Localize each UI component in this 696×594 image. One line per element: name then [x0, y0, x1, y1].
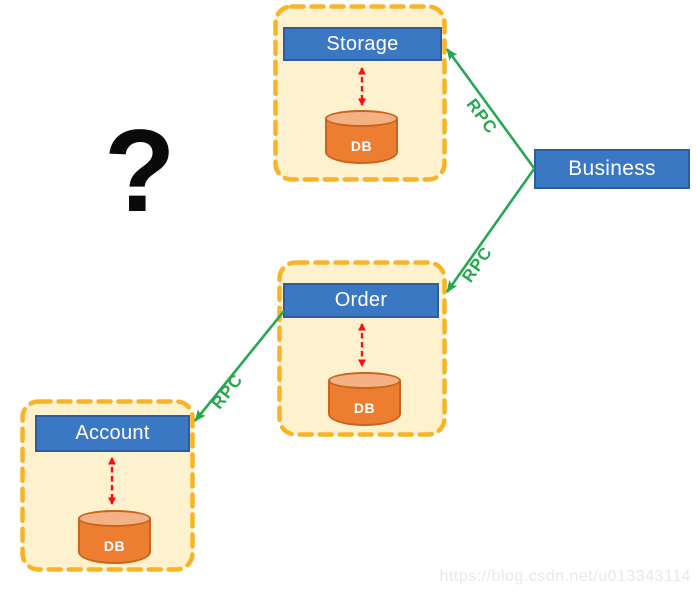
storage-db-label: DB: [350, 137, 373, 154]
storage-service-box: Storage: [283, 27, 442, 61]
account-db-cylinder: DB: [78, 510, 151, 566]
account-service-box: Account: [35, 415, 190, 452]
db-cylinder-top: [325, 110, 398, 127]
account-service-label: Account: [75, 422, 150, 444]
db-cylinder-top: [328, 372, 401, 389]
storage-db-cylinder: DB: [325, 110, 398, 166]
rpc-label-order-account: RPC: [208, 370, 247, 412]
rpc-link-business-order: [445, 168, 536, 293]
business-service-box: Business: [534, 149, 690, 189]
order-db-cylinder: DB: [328, 372, 401, 428]
db-cylinder-top: [78, 510, 151, 527]
order-service-label: Order: [334, 289, 388, 311]
account-db-label: DB: [103, 537, 126, 554]
rpc-label-business-storage: RPC: [463, 95, 502, 138]
rpc-link-business-storage: [445, 48, 536, 169]
watermark: https://blog.csdn.net/u013343114: [439, 568, 691, 585]
order-service-box: Order: [283, 283, 439, 318]
rpc-label-business-order: RPC: [458, 243, 496, 286]
business-service-label: Business: [568, 157, 656, 180]
order-db-label: DB: [353, 399, 376, 416]
storage-service-label: Storage: [326, 32, 399, 55]
question-mark: ?: [104, 105, 176, 236]
rpc-link-order-account: [193, 310, 286, 422]
